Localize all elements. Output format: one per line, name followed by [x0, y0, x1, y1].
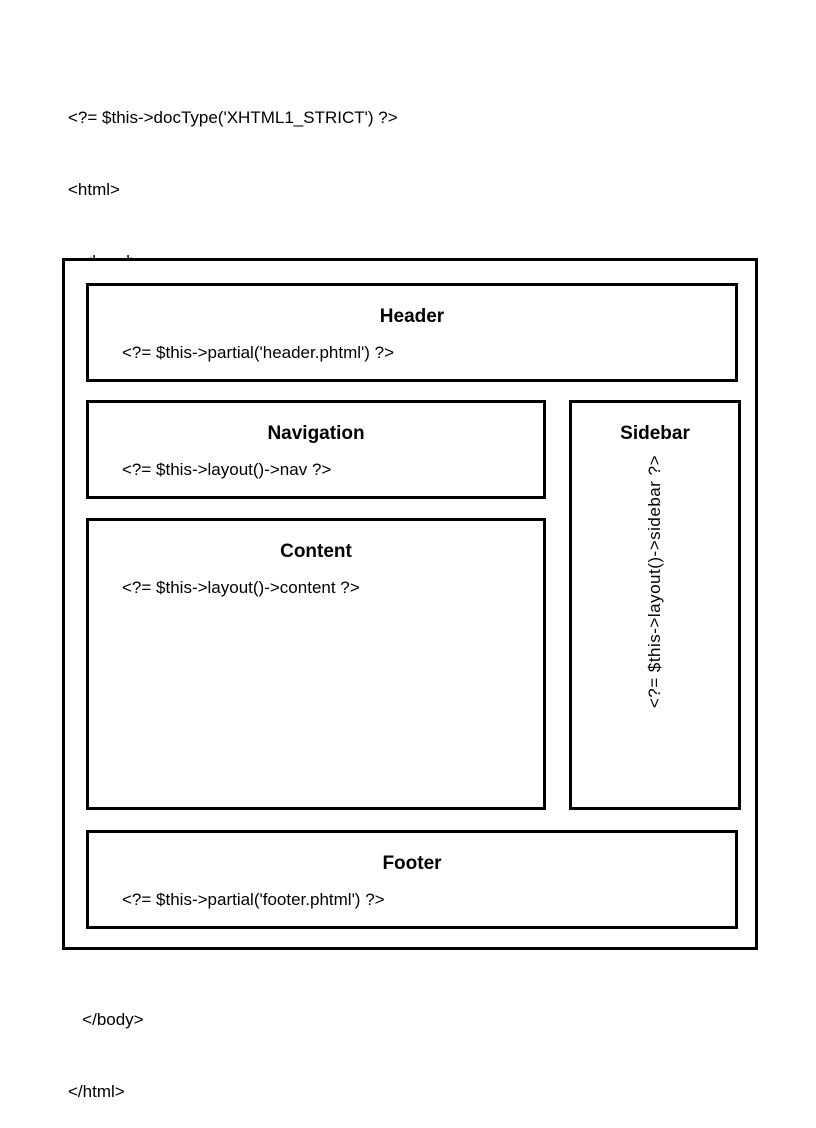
diagram-region-sidebar: Sidebar <?= $this->layout()->sidebar ?>: [569, 400, 741, 810]
sidebar-code-wrapper: <?= $this->layout()->sidebar ?>: [572, 455, 738, 803]
sidebar-region-code: <?= $this->layout()->sidebar ?>: [645, 455, 664, 709]
sidebar-region-title: Sidebar: [620, 423, 690, 444]
navigation-region-code: <?= $this->layout()->nav ?>: [122, 460, 332, 479]
code-block-bottom: </body> </html>: [68, 960, 144, 1128]
content-region-code: <?= $this->layout()->content ?>: [122, 578, 360, 597]
diagram-region-content: Content <?= $this->layout()->content ?>: [86, 518, 546, 810]
code-line-html-close: </html>: [68, 1082, 125, 1101]
diagram-region-header: Header <?= $this->partial('header.phtml'…: [86, 283, 738, 382]
footer-region-code: <?= $this->partial('footer.phtml') ?>: [122, 890, 385, 909]
code-line-html-open: <html>: [68, 180, 120, 199]
content-region-title: Content: [280, 541, 352, 562]
header-region-code: <?= $this->partial('header.phtml') ?>: [122, 343, 395, 362]
diagram-region-footer: Footer <?= $this->partial('footer.phtml'…: [86, 830, 738, 929]
header-region-title: Header: [379, 306, 445, 327]
footer-region-title: Footer: [382, 853, 442, 874]
navigation-region-title: Navigation: [267, 423, 365, 444]
code-line-body-close: </body>: [68, 1010, 144, 1029]
layout-diagram-container: Header <?= $this->partial('header.phtml'…: [62, 258, 758, 950]
diagram-region-navigation: Navigation <?= $this->layout()->nav ?>: [86, 400, 546, 499]
code-line-doctype: <?= $this->docType('XHTML1_STRICT') ?>: [68, 108, 398, 127]
